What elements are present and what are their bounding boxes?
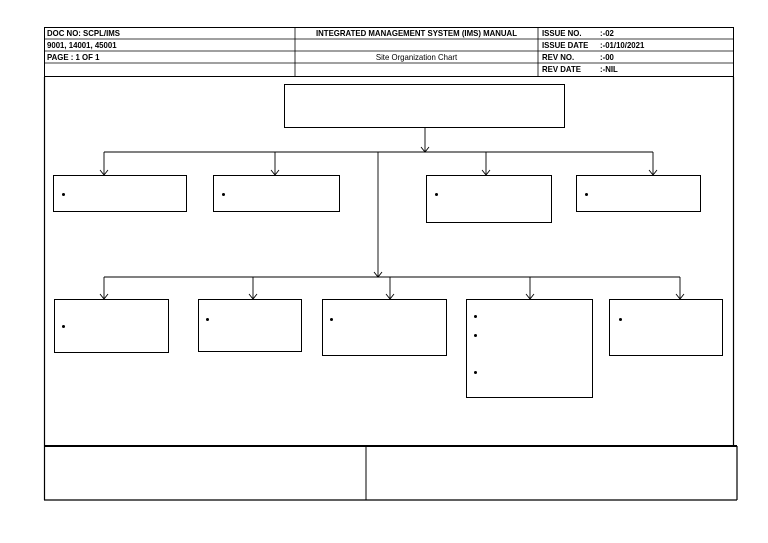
level1-box-3: [426, 175, 552, 223]
level2-box-1: [54, 299, 169, 353]
standards-list: 9001, 14001, 45001: [47, 40, 117, 50]
manual-title: INTEGRATED MANAGEMENT SYSTEM (IMS) MANUA…: [315, 28, 517, 38]
bullet: [585, 193, 588, 196]
rev-no-value: :-00: [600, 52, 614, 62]
bullet: [330, 318, 333, 321]
bullet: [62, 193, 65, 196]
level1-connectors: [99, 128, 658, 176]
level1-box-4: [576, 175, 701, 212]
bullet: [435, 193, 438, 196]
top-position-box: [284, 84, 565, 128]
bullet: [474, 371, 477, 374]
page-number: PAGE : 1 OF 1: [47, 52, 100, 62]
bullet: [206, 318, 209, 321]
issue-no-value: :-02: [600, 28, 614, 38]
footer-right-cell: [367, 447, 737, 500]
level2-connectors: [99, 152, 685, 300]
rev-no-label: REV NO.: [542, 52, 575, 62]
bullet: [62, 325, 65, 328]
doc-number: DOC NO: SCPL/IMS: [47, 28, 120, 38]
level2-box-3: [322, 299, 447, 356]
rev-date-value: :-NIL: [600, 64, 618, 74]
bullet: [474, 334, 477, 337]
issue-no-label: ISSUE NO.: [542, 28, 582, 38]
header-grid: [44, 27, 734, 77]
level2-box-2: [198, 299, 302, 352]
level1-box-1: [53, 175, 187, 212]
bullet: [474, 315, 477, 318]
issue-date-label: ISSUE DATE: [542, 40, 589, 50]
chart-title: Site Organization Chart: [375, 52, 458, 62]
issue-date-value: :-01/10/2021: [600, 40, 645, 50]
footer-left-cell: [45, 447, 366, 500]
level2-box-5: [609, 299, 723, 356]
rev-date-label: REV DATE: [542, 64, 581, 74]
document-header: DOC NO: SCPL/IMS 9001, 14001, 45001 PAGE…: [44, 27, 734, 77]
level1-box-2: [213, 175, 340, 212]
level2-box-4: [466, 299, 593, 398]
bullet: [619, 318, 622, 321]
bullet: [222, 193, 225, 196]
